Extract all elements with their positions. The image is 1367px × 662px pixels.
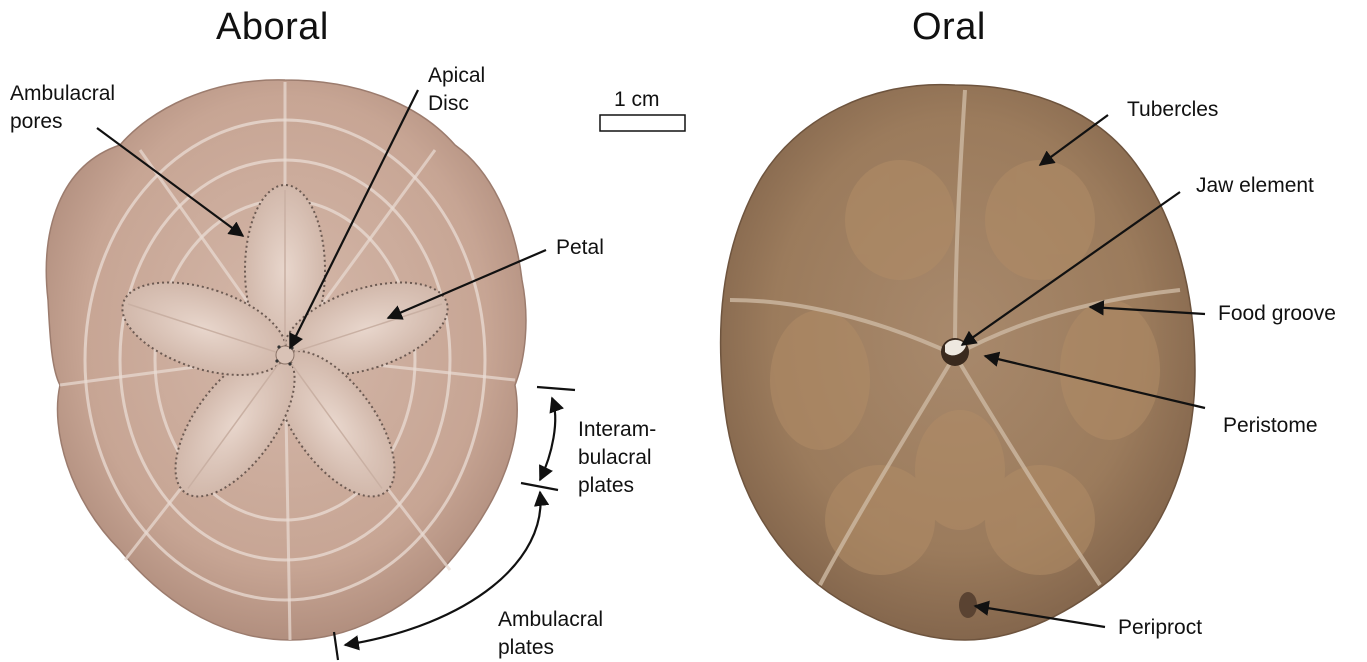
label-ambulacral-pores-line1: Ambulacral bbox=[10, 80, 115, 108]
aboral-title: Aboral bbox=[216, 6, 329, 49]
arrow-interambulacral-span bbox=[540, 398, 555, 480]
label-apical-disc-line2: Disc bbox=[428, 90, 485, 118]
label-ambulacral-pores-line2: pores bbox=[10, 108, 115, 136]
tick-interambulacral-top bbox=[537, 387, 575, 390]
label-ambulacral-pores: Ambulacral pores bbox=[10, 80, 115, 136]
label-tubercles: Tubercles bbox=[1127, 96, 1218, 124]
label-apical-disc: Apical Disc bbox=[428, 62, 485, 118]
label-interambulacral-line3: plates bbox=[578, 472, 656, 500]
scale-bar bbox=[600, 115, 685, 131]
label-jaw-element: Jaw element bbox=[1196, 172, 1314, 200]
label-peristome: Peristome bbox=[1223, 412, 1318, 440]
label-petal: Petal bbox=[556, 234, 604, 262]
label-periproct: Periproct bbox=[1118, 614, 1202, 642]
label-interambulacral-line1: Interam- bbox=[578, 416, 656, 444]
label-interambulacral-plates: Interam- bulacral plates bbox=[578, 416, 656, 500]
tick-ambulacral-bottom bbox=[334, 632, 338, 660]
label-ambulacral-plates: Ambulacral plates bbox=[498, 606, 603, 662]
oral-title: Oral bbox=[912, 6, 986, 49]
aboral-test bbox=[46, 80, 526, 640]
label-ambulacral-plates-line1: Ambulacral bbox=[498, 606, 603, 634]
tick-interambulacral-bottom bbox=[521, 483, 558, 490]
periproct-opening bbox=[959, 592, 977, 618]
label-interambulacral-line2: bulacral bbox=[578, 444, 656, 472]
scale-bar-label: 1 cm bbox=[614, 86, 660, 114]
label-food-groove: Food groove bbox=[1218, 300, 1336, 328]
label-ambulacral-plates-line2: plates bbox=[498, 634, 603, 662]
oral-test bbox=[721, 85, 1195, 640]
label-apical-disc-line1: Apical bbox=[428, 62, 485, 90]
